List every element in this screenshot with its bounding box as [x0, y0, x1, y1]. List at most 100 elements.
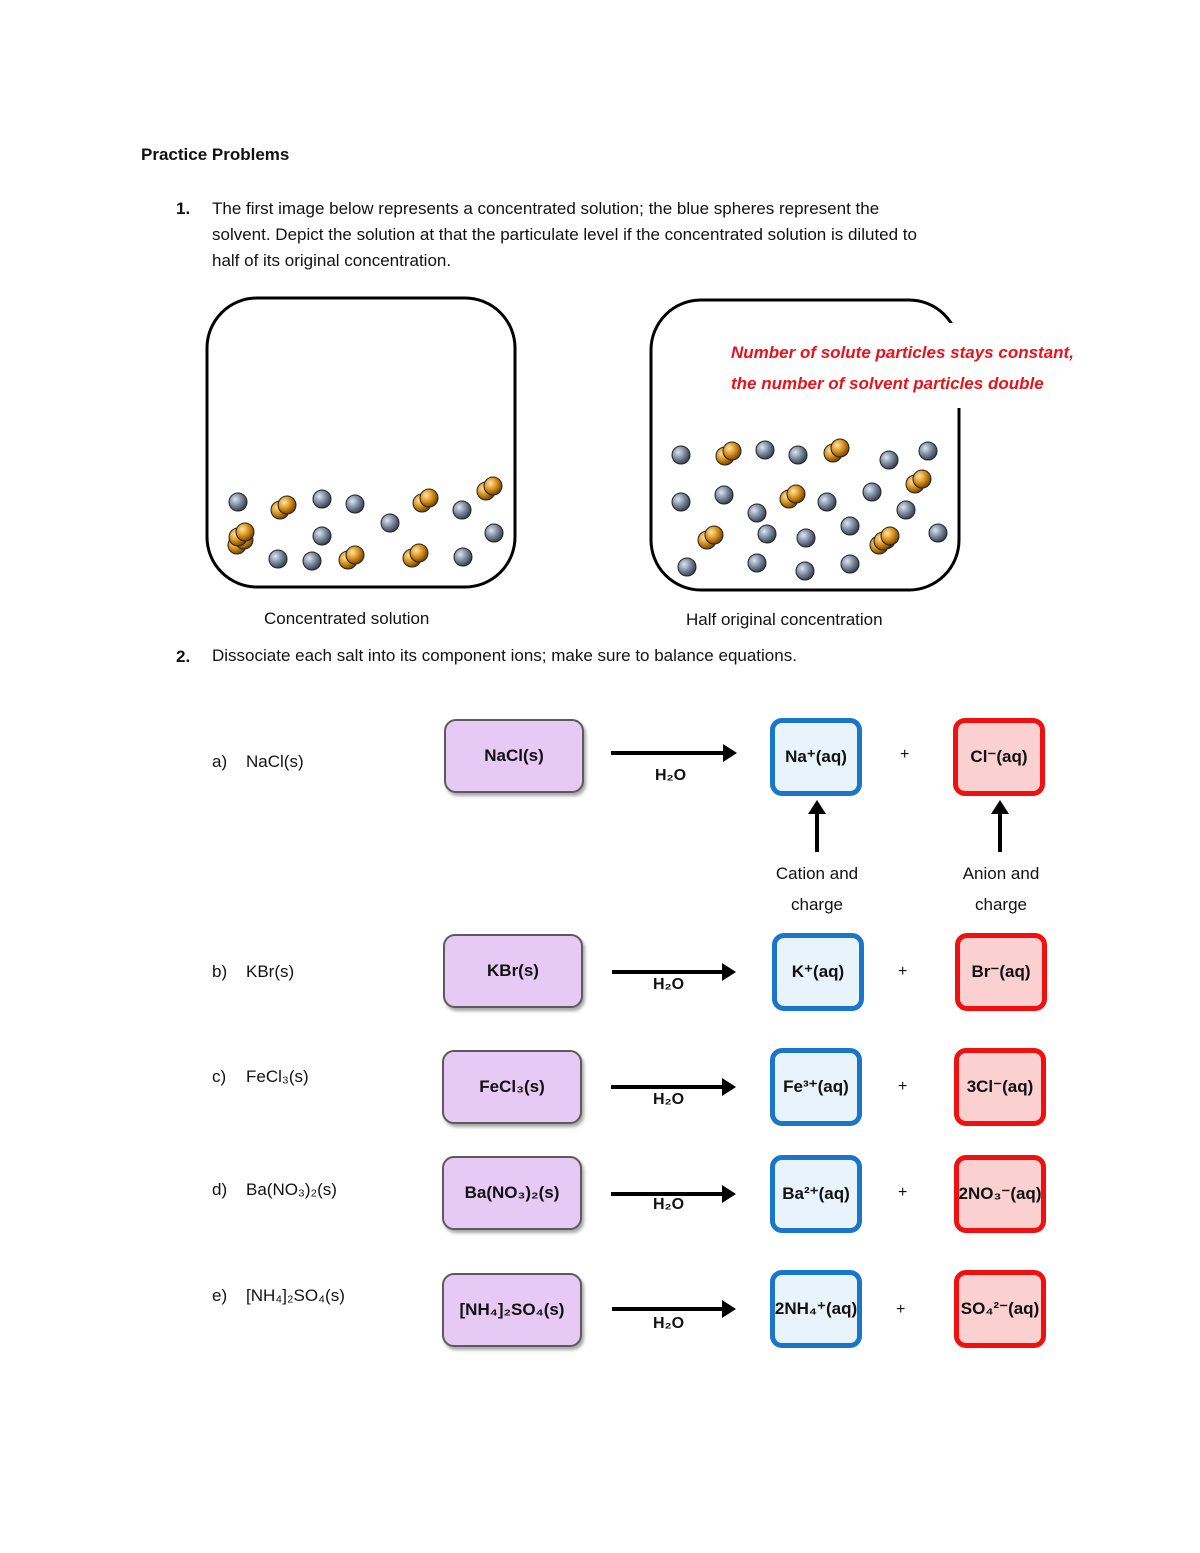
dilution-note-line-1: Number of solute particles stays constan… — [731, 343, 1074, 362]
row-salt-label: Ba(NO₃)₂(s) — [246, 1180, 337, 1199]
question-2-number: 2. — [176, 647, 191, 666]
reaction-arrow — [611, 744, 737, 762]
cation-label-line-1: Cation and — [775, 864, 859, 883]
row-letter: e) — [212, 1286, 228, 1305]
question-1-text: The first image below represents a conce… — [212, 196, 1072, 274]
cation-box: 2NH₄⁺(aq) — [770, 1270, 862, 1348]
cation-and-charge-label: Cation and charge — [757, 858, 877, 920]
question-1-number: 1. — [176, 199, 191, 218]
row-salt-label: KBr(s) — [246, 962, 295, 981]
solute-particle — [419, 488, 439, 508]
solvent-particle — [757, 524, 777, 544]
anion-and-charge-label: Anion and charge — [941, 858, 1061, 920]
solvent-particle — [928, 523, 948, 543]
solvent-particle — [312, 489, 332, 509]
solvent-particle — [677, 557, 697, 577]
caption-diluted: Half original concentration — [686, 610, 883, 629]
solute-particle — [722, 441, 742, 461]
row-salt-label: FeCl₃(s) — [246, 1067, 309, 1086]
solvent-particle — [918, 441, 938, 461]
solvent-particle — [747, 553, 767, 573]
solvent-particle — [380, 513, 400, 533]
solvent-particle — [714, 485, 734, 505]
solvent-particle — [896, 500, 916, 520]
beaker-outline — [205, 296, 517, 589]
row-letter: d) — [212, 1180, 228, 1199]
question-1-line-2: solvent. Depict the solution at that the… — [212, 225, 917, 244]
cation-box: K⁺(aq) — [772, 933, 864, 1011]
solvent-particle — [268, 549, 288, 569]
solvent-particle — [312, 526, 332, 546]
row-letter: c) — [212, 1067, 227, 1086]
row-letter: a) — [212, 752, 228, 771]
solvent-particle — [453, 547, 473, 567]
solvent-particle — [671, 445, 691, 465]
solute-particle — [880, 526, 900, 546]
solvent-label: H₂O — [653, 1091, 685, 1108]
dilution-note-line-2: the number of solvent particles double — [731, 374, 1044, 393]
solute-particle — [786, 484, 806, 504]
row-salt-label: [NH₄]₂SO₄(s) — [246, 1286, 345, 1305]
solute-particle — [704, 525, 724, 545]
cation-box: Na⁺(aq) — [770, 718, 862, 796]
solute-particle — [277, 495, 297, 515]
question-1-line-3: half of its original concentration. — [212, 251, 452, 270]
solvent-particle — [345, 494, 365, 514]
cation-box: Fe³⁺(aq) — [770, 1048, 862, 1126]
solvent-label: H₂O — [653, 976, 685, 993]
anion-box: Br⁻(aq) — [955, 933, 1047, 1011]
anion-label-line-1: Anion and — [962, 864, 1040, 883]
anion-box: SO₄²⁻(aq) — [954, 1270, 1046, 1348]
reaction-arrow — [612, 1300, 736, 1318]
solvent-particle — [228, 492, 248, 512]
solvent-particle — [484, 523, 504, 543]
anion-label-line-2: charge — [975, 895, 1027, 914]
row-salt-label: NaCl(s) — [246, 752, 304, 771]
plus-sign: + — [900, 746, 910, 763]
solvent-label: H₂O — [655, 767, 687, 784]
plus-sign: + — [896, 1301, 906, 1318]
solvent-label: H₂O — [653, 1315, 685, 1332]
solvent-particle — [671, 492, 691, 512]
solvent-particle — [796, 528, 816, 548]
cation-box: Ba²⁺(aq) — [770, 1155, 862, 1233]
solvent-particle — [862, 482, 882, 502]
solvent-particle — [788, 445, 808, 465]
solute-particle — [409, 543, 429, 563]
solute-particle — [235, 522, 255, 542]
anion-box: 2NO₃⁻(aq) — [954, 1155, 1046, 1233]
salt-box: KBr(s) — [443, 934, 583, 1008]
solvent-particle — [817, 492, 837, 512]
anion-box: 3Cl⁻(aq) — [954, 1048, 1046, 1126]
solute-particle — [483, 476, 503, 496]
reaction-arrow — [612, 963, 736, 981]
plus-sign: + — [898, 1184, 908, 1201]
solvent-particle — [795, 561, 815, 581]
caption-concentrated: Concentrated solution — [264, 609, 430, 628]
salt-box: FeCl₃(s) — [442, 1050, 582, 1124]
solvent-particle — [302, 551, 322, 571]
page-heading: Practice Problems — [141, 145, 290, 164]
solute-particle — [345, 545, 365, 565]
salt-box: [NH₄]₂SO₄(s) — [442, 1273, 582, 1347]
plus-sign: + — [898, 1078, 908, 1095]
plus-sign: + — [898, 963, 908, 980]
concentrated-beaker-diagram — [205, 296, 517, 589]
cation-label-line-2: charge — [791, 895, 843, 914]
solvent-particle — [840, 516, 860, 536]
reaction-arrow — [611, 1078, 736, 1096]
solvent-particle — [879, 450, 899, 470]
reaction-arrow — [611, 1185, 736, 1203]
solvent-particle — [840, 554, 860, 574]
solvent-particle — [452, 500, 472, 520]
anion-box: Cl⁻(aq) — [953, 718, 1045, 796]
dilution-note: Number of solute particles stays constan… — [731, 337, 1074, 399]
solvent-particle — [755, 440, 775, 460]
salt-box: NaCl(s) — [444, 719, 584, 793]
row-letter: b) — [212, 962, 228, 981]
cation-pointer-arrow — [808, 800, 826, 852]
solvent-particle — [747, 503, 767, 523]
solute-particle — [830, 438, 850, 458]
diluted-beaker-diagram — [649, 298, 968, 592]
anion-pointer-arrow — [991, 800, 1009, 852]
